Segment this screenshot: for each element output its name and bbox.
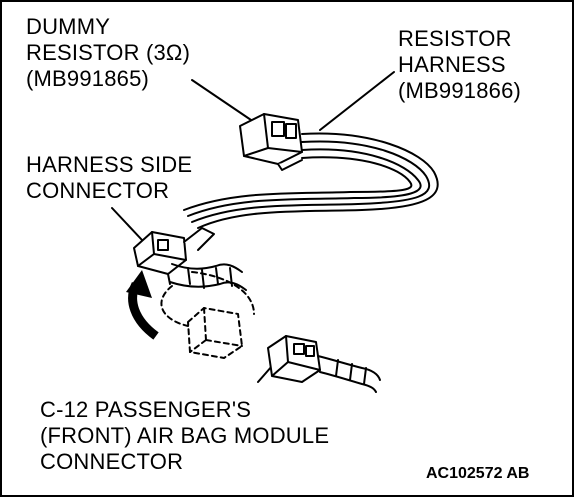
harness-side-line-1: HARNESS SIDE <box>26 152 193 177</box>
dummy-resistor-label: DUMMY RESISTOR (3Ω) (MB991865) <box>26 14 190 92</box>
module-connector-line-3: CONNECTOR <box>40 449 184 474</box>
module-connector-label: C-12 PASSENGER'S (FRONT) AIR BAG MODULE … <box>40 397 329 475</box>
module-connector-line-1: C-12 PASSENGER'S <box>40 397 252 422</box>
resistor-harness-label: RESISTOR HARNESS (MB991866) <box>398 26 521 104</box>
resistor-harness-line-3: (MB991866) <box>398 78 522 103</box>
disconnected-connector-outline <box>160 271 255 359</box>
module-harness <box>317 355 381 393</box>
leader-resistor-harness <box>319 71 395 131</box>
dummy-resistor-line-3: (MB991865) <box>26 66 150 91</box>
figure-id: AC102572 AB <box>426 465 530 482</box>
resistor-harness-line-2: HARNESS <box>398 52 506 77</box>
resistor-harness-line-1: RESISTOR <box>398 26 512 51</box>
module-connector-line-2: (FRONT) AIR BAG MODULE <box>40 423 330 448</box>
dummy-resistor-connector <box>239 113 303 171</box>
vehicle-harness-upper <box>169 263 247 291</box>
dummy-resistor-line-1: DUMMY <box>26 14 111 39</box>
harness-side-connector-label: HARNESS SIDE CONNECTOR <box>26 152 192 204</box>
leader-dummy-resistor <box>191 79 255 123</box>
resistor-harness-wires <box>183 132 439 229</box>
connect-direction-arrow <box>126 270 159 340</box>
leader-module-connector <box>257 365 273 383</box>
leader-harness-side <box>111 207 143 241</box>
module-connector <box>267 335 321 383</box>
dummy-resistor-line-2: RESISTOR (3Ω) <box>26 40 191 65</box>
harness-side-line-2: CONNECTOR <box>26 178 170 203</box>
